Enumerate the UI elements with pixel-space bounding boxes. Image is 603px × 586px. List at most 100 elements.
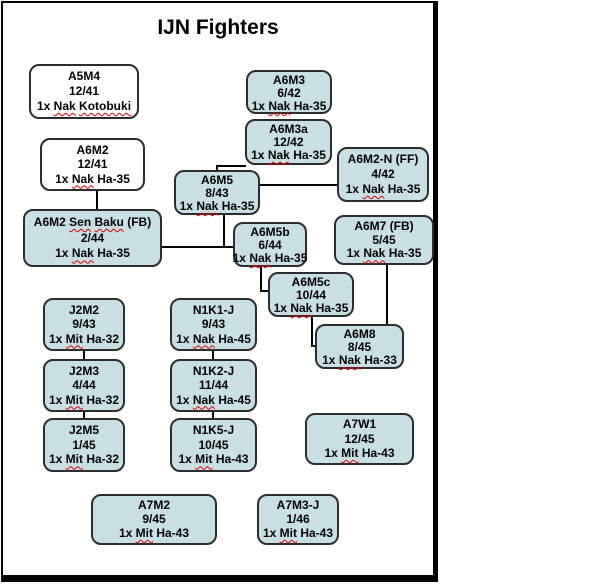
word: 4/44	[72, 378, 96, 392]
word: Ha-35	[97, 171, 130, 186]
misspelled-word: Nak	[290, 301, 313, 315]
word: (FB)	[127, 214, 152, 229]
misspelled-word: Nak	[268, 99, 291, 113]
word: 9/43	[72, 317, 96, 331]
connector-n1k1-j-to-n1k2-j	[212, 351, 214, 359]
word: J2M2	[68, 302, 100, 317]
word: 8/43	[205, 186, 229, 200]
node-a7m2-line-3: 1x Mit Ha-43	[119, 527, 189, 540]
word: 1x	[262, 526, 277, 540]
word: A6M7	[354, 218, 387, 233]
word: N1K5-J	[192, 422, 235, 437]
node-a6m2-sen-baku-line-2: 2/44	[80, 230, 105, 245]
node-j2m2-line-3: 1x Mit Ha-32	[49, 331, 120, 346]
misspelled-word: Kotobuki	[79, 99, 132, 113]
misspelled-word: Mit	[65, 331, 83, 346]
node-a5m4-line-3: 1x Nak Kotobuki	[37, 100, 131, 113]
node-j2m3-line-2: 4/44	[72, 379, 95, 392]
node-a6m2-line-3: 1x Nak Ha-35	[55, 171, 130, 186]
node-a6m8-line-2: 8/45	[348, 341, 371, 354]
word: Ha-35	[97, 246, 130, 261]
word: Ha-35	[293, 148, 326, 162]
node-a7w1-line-3: 1x Mit Ha-43	[324, 445, 395, 460]
misspelled-word: Nak	[362, 182, 385, 196]
word: A7W1	[342, 417, 377, 432]
connector-sen-baku-to-a6m5b	[162, 246, 234, 248]
connector-a6m5b-to-a6m5c	[260, 290, 269, 292]
word: Ha-45	[218, 331, 251, 346]
node-j2m3-line-3: 1x Mit Ha-32	[49, 392, 120, 407]
connector-j2m2-to-j2m3	[83, 351, 85, 359]
node-a7m3-j-line-1: A7M3-J	[277, 499, 320, 512]
word: Ha-32	[86, 331, 120, 346]
word: (FB)	[389, 218, 414, 233]
node-a6m2-n-line-3: 1x Nak Ha-35	[346, 183, 421, 196]
node-j2m2-line-2: 9/43	[72, 318, 95, 331]
node-a6m5-line-1: A6M5	[201, 174, 233, 187]
node-a6m7-line-1: A6M7 (FB)	[354, 218, 414, 233]
word: N1K1-J	[192, 302, 235, 317]
word: 1x	[36, 99, 51, 113]
word: 4/42	[371, 167, 395, 181]
misspelled-word: Nak	[267, 148, 290, 162]
word: 2/44	[80, 230, 105, 245]
word: 1x	[48, 452, 63, 467]
word: 10/44	[295, 288, 327, 302]
word: 1/45	[72, 437, 96, 452]
node-n1k1-j-line-1: N1K1-J	[192, 302, 235, 317]
word: 1x	[232, 251, 246, 265]
diagram-title: IJN Fighters	[157, 16, 279, 39]
node-a6m3-line-3: 1x Nak Ha-35	[252, 100, 327, 113]
word: Ha-35	[388, 246, 422, 261]
misspelled-word: Nak	[192, 331, 215, 346]
node-a7m3-j-line-2: 1/46	[286, 513, 309, 526]
word: 1/46	[286, 512, 310, 526]
word: Ha-32	[86, 392, 120, 407]
word: J2M3	[68, 363, 100, 378]
word: A6M2	[33, 214, 66, 229]
word: 12/45	[344, 431, 375, 446]
word: 9/43	[201, 317, 226, 331]
word: Ha-35	[387, 182, 421, 196]
node-a7w1-line-2: 12/45	[344, 431, 375, 446]
node-j2m5-line-2: 1/45	[72, 437, 96, 452]
word: A6M5b	[250, 225, 290, 239]
word: N1K2-J	[192, 363, 235, 378]
word: 12/41	[77, 157, 108, 171]
word: 12/41	[68, 84, 100, 98]
word: 1x	[176, 392, 190, 407]
word: Ha-43	[361, 445, 395, 460]
misspelled-word: Mit	[195, 452, 213, 467]
connector-a6m7-to-a6m8	[386, 265, 388, 324]
word: Ha-43	[156, 526, 190, 540]
word: A6M5	[200, 173, 233, 187]
node-a6m3-line-2: 6/42	[277, 87, 300, 100]
misspelled-word: Nak	[71, 171, 94, 186]
connector-a6m5-to-junction	[223, 215, 225, 248]
word: 1x	[273, 301, 287, 315]
connector-a6m5-to-a6m2-n	[260, 184, 338, 186]
node-a6m2-line-2: 12/41	[77, 158, 107, 171]
node-a6m2-n-line-2: 4/42	[371, 168, 394, 181]
node-a6m5b-line-3: 1x Nak Ha-35	[233, 252, 308, 265]
node-n1k2-j-line-2: 11/44	[199, 379, 228, 392]
node-n1k5-j-line-1: N1K5-J	[192, 422, 235, 437]
word: 5/45	[372, 232, 396, 247]
word: Ha-35	[293, 99, 327, 113]
word: A6M2-N	[347, 152, 393, 166]
misspelled-word: Mit	[65, 452, 83, 467]
node-a6m7-line-2: 5/45	[372, 232, 396, 247]
misspelled-word: Nak	[196, 199, 219, 213]
word: A6M2	[76, 142, 109, 157]
word: 9/45	[142, 512, 166, 526]
word: Ha-43	[215, 452, 249, 467]
